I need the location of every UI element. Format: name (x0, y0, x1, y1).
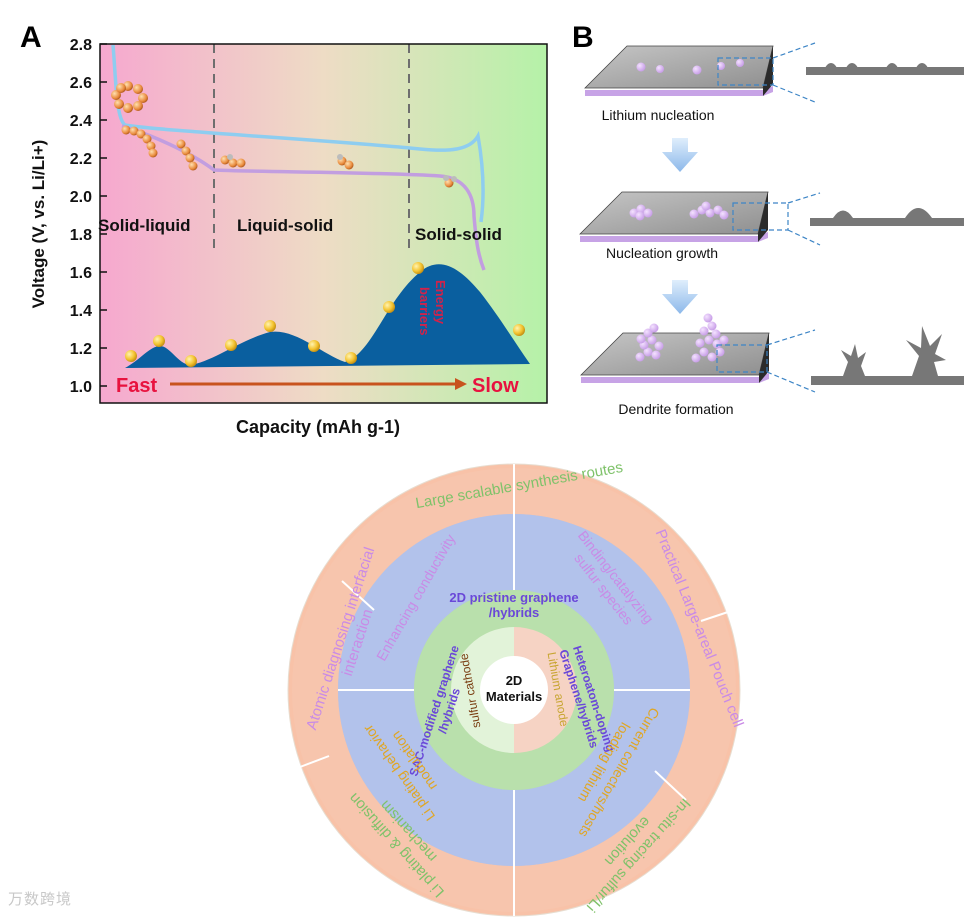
y-tick-2.2: 2.2 (70, 151, 92, 168)
y-tick-1.2: 1.2 (70, 341, 92, 358)
energy-barriers-label: Energy barriers (417, 280, 448, 335)
fast-label: Fast (116, 375, 157, 397)
y-axis-title: Voltage (V, vs. Li/Li+) (29, 140, 48, 309)
y-tick-1.4: 1.4 (70, 303, 92, 320)
wheel: 2D Materials sulfur cathode Lithium anod… (287, 459, 747, 917)
energy-label-line1: Energy (433, 280, 448, 325)
long-chain (121, 125, 158, 158)
blue-curve (111, 44, 485, 223)
down-arrow-2 (662, 280, 698, 314)
region-solid-liquid: Solid-liquid (98, 216, 191, 235)
mid-chain (176, 139, 198, 171)
y-tick-2.8: 2.8 (70, 37, 92, 54)
dendrite-cluster-right (691, 313, 729, 363)
region-solid-solid: Solid-solid (415, 225, 502, 244)
li2s (443, 175, 457, 188)
barrier-particles (125, 262, 525, 367)
panel-a: A (20, 21, 548, 437)
step-nucleation-growth: Nucleation growth (579, 191, 964, 261)
step-lithium-nucleation: Lithium nucleation (584, 42, 964, 123)
watermark: 万数跨境 (8, 890, 73, 908)
panel-a-label: A (20, 21, 42, 54)
step-2-label: Nucleation growth (606, 245, 718, 261)
step-1-label: Lithium nucleation (602, 107, 715, 123)
y-tick-2.4: 2.4 (70, 113, 92, 130)
y-tick-1.6: 1.6 (70, 265, 92, 282)
fast-slow-arrowhead (455, 378, 467, 390)
y-tick-2.0: 2.0 (70, 189, 92, 206)
y-tick-2.6: 2.6 (70, 75, 92, 92)
step-3-label: Dendrite formation (618, 401, 733, 417)
li2s2 (337, 154, 354, 170)
down-arrow-1 (662, 138, 698, 172)
wheel-center (480, 656, 548, 724)
wheel-dividers (299, 464, 729, 916)
panel-b-label: B (572, 21, 594, 54)
x-axis-title: Capacity (mAh g-1) (236, 417, 400, 437)
ring2-top-line2: /hybrids (489, 605, 540, 620)
center-line-2: Materials (486, 689, 542, 704)
short-chain (220, 154, 246, 168)
panel-b: B Lithium nucleation (572, 21, 964, 417)
energy-barrier-shape (125, 264, 530, 368)
ring2-top-line1: 2D pristine graphene (449, 590, 578, 605)
center-line-1: 2D (506, 673, 523, 688)
plot-frame (99, 43, 548, 404)
energy-label-line2: barriers (417, 287, 432, 335)
y-axis: 2.8 2.6 2.4 2.2 2.0 1.8 1.6 1.4 1.2 1.0 (70, 37, 107, 396)
s8-ring (111, 81, 148, 113)
dendrite-cluster-left (635, 323, 664, 362)
step-dendrite-formation: Dendrite formation (580, 313, 964, 417)
slow-label: Slow (472, 375, 519, 397)
region-liquid-solid: Liquid-solid (237, 216, 333, 235)
sulfur-species (111, 81, 457, 188)
y-tick-1.8: 1.8 (70, 227, 92, 244)
y-tick-1.0: 1.0 (70, 379, 92, 396)
